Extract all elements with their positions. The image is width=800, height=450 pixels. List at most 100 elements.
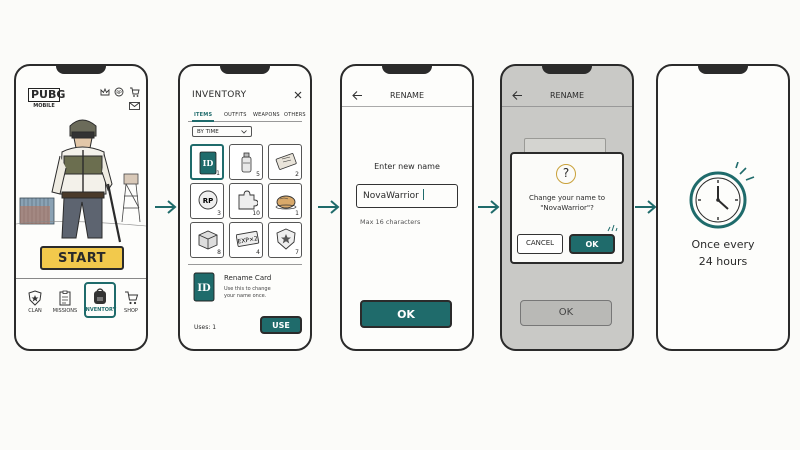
cooldown-text-line1: Once every bbox=[691, 238, 755, 251]
ticket-icon bbox=[275, 153, 297, 170]
exp-card-text: EXP×2 bbox=[237, 235, 258, 245]
back-arrow-icon[interactable] bbox=[352, 91, 363, 100]
bottom-nav-divider bbox=[16, 278, 146, 279]
tab-outfits[interactable]: OUTFITS bbox=[224, 112, 247, 118]
tab-active-underline bbox=[192, 120, 214, 122]
nav-inventory-active[interactable]: INVENTORY bbox=[84, 282, 116, 318]
rp-badge-icon: RP bbox=[198, 190, 218, 210]
back-arrow-icon[interactable] bbox=[512, 91, 523, 100]
item-slot-rp[interactable]: RP 3 bbox=[190, 183, 224, 219]
rename-card-large-text: ID bbox=[197, 283, 211, 294]
spray-can-icon bbox=[241, 152, 252, 173]
crate-icon bbox=[198, 230, 218, 250]
item-slot-emblem[interactable]: 7 bbox=[268, 222, 302, 258]
start-button[interactable]: START bbox=[40, 246, 124, 270]
flow-arrow-2 bbox=[318, 200, 340, 214]
confirm-dialog: ? Change your name to "NovaWarrior"? CAN… bbox=[510, 152, 624, 264]
badge-icon[interactable]: RP bbox=[114, 87, 124, 97]
svg-text:RP: RP bbox=[116, 90, 122, 95]
nav-shop[interactable]: SHOP bbox=[116, 280, 146, 314]
dialog-message-line2: "NovaWarrior"? bbox=[540, 204, 594, 212]
rename-card-large-icon: ID bbox=[193, 272, 215, 302]
item-slot-crate[interactable]: 8 bbox=[190, 222, 224, 258]
name-input[interactable]: NovaWarrior bbox=[356, 184, 458, 208]
close-icon[interactable] bbox=[294, 91, 302, 99]
soldier-illustration bbox=[16, 119, 146, 243]
phone-home-screen: PUBG MOBILE RP bbox=[14, 64, 148, 351]
crown-icon[interactable] bbox=[100, 88, 110, 96]
logo-subtext: MOBILE bbox=[33, 103, 55, 109]
phone-notch bbox=[220, 66, 270, 74]
dialog-ok-label: OK bbox=[585, 239, 599, 249]
rename-title: RENAME bbox=[389, 91, 425, 100]
mail-icon[interactable] bbox=[129, 102, 140, 110]
item-slot-exp[interactable]: EXP×2 4 bbox=[229, 222, 263, 258]
chevron-down-icon bbox=[241, 130, 247, 134]
name-length-hint: Max 16 characters bbox=[360, 218, 421, 226]
phone-notch bbox=[542, 66, 592, 74]
clock-icon bbox=[689, 162, 755, 229]
item-qty: 4 bbox=[256, 249, 260, 256]
uses-count: Uses: 1 bbox=[194, 324, 217, 331]
item-qty: 5 bbox=[256, 171, 260, 178]
tab-others[interactable]: OTHERS bbox=[284, 112, 306, 118]
sort-dropdown[interactable]: BY TIME bbox=[192, 126, 252, 137]
detail-divider bbox=[188, 264, 302, 265]
dialog-cancel-label: CANCEL bbox=[525, 239, 555, 247]
item-qty: 1 bbox=[216, 170, 220, 177]
use-button[interactable]: USE bbox=[260, 316, 302, 334]
phone-notch bbox=[382, 66, 432, 74]
phone-cooldown-screen: Once every 24 hours bbox=[656, 64, 790, 351]
rename-ok-label: OK bbox=[397, 307, 415, 321]
rename-card-description: Use this to change your name once. bbox=[224, 286, 271, 299]
phone-confirm-screen: RENAME ? Change your name to "NovaWarrio… bbox=[500, 64, 634, 351]
item-qty: 1 bbox=[295, 210, 299, 217]
header-divider bbox=[502, 106, 632, 107]
backpack-icon bbox=[94, 288, 106, 304]
tab-items[interactable]: ITEMS bbox=[194, 112, 213, 118]
nav-missions[interactable]: MISSIONS bbox=[50, 280, 80, 314]
question-mark-icon: ? bbox=[562, 166, 570, 180]
star-emblem-icon bbox=[276, 228, 296, 250]
shield-star-icon bbox=[28, 290, 42, 306]
flow-arrow-4 bbox=[635, 200, 657, 214]
puzzle-piece-icon bbox=[238, 190, 258, 210]
background-ok-button: OK bbox=[520, 300, 612, 326]
sort-label: BY TIME bbox=[197, 129, 219, 135]
tap-sparkle-icon bbox=[607, 224, 618, 232]
cooldown-text-line2: 24 hours bbox=[698, 255, 748, 268]
tab-weapons[interactable]: WEAPONS bbox=[253, 112, 280, 118]
flow-arrow-3 bbox=[478, 200, 500, 214]
dialog-message-line1: Change your name to bbox=[528, 194, 606, 202]
clipboard-icon bbox=[59, 290, 71, 306]
item-slot-chicken[interactable]: 1 bbox=[268, 183, 302, 219]
phone-notch bbox=[56, 66, 106, 74]
exp-card-icon: EXP×2 bbox=[236, 230, 260, 247]
item-slot-id-card[interactable]: ID 1 bbox=[190, 144, 224, 180]
nav-clan[interactable]: CLAN bbox=[20, 280, 50, 314]
rename-ok-button[interactable]: OK bbox=[360, 300, 452, 328]
id-card-icon: ID bbox=[199, 151, 217, 175]
item-qty: 8 bbox=[217, 249, 221, 256]
item-qty: 3 bbox=[217, 210, 221, 217]
item-slot-spray[interactable]: 5 bbox=[229, 144, 263, 180]
cart-icon[interactable] bbox=[129, 87, 140, 97]
enter-name-prompt: Enter new name bbox=[374, 162, 440, 171]
flow-arrow-1 bbox=[155, 200, 177, 214]
phone-rename-screen: RENAME Enter new name NovaWarrior Max 16… bbox=[340, 64, 474, 351]
item-qty: 7 bbox=[295, 249, 299, 256]
nav-inventory-label: INVENTORY bbox=[83, 307, 117, 313]
use-label: USE bbox=[272, 320, 290, 330]
rp-badge-text: RP bbox=[203, 197, 214, 205]
phone-notch bbox=[698, 66, 748, 74]
chicken-icon bbox=[275, 195, 297, 210]
logo-text: PUBG bbox=[28, 88, 65, 102]
rename-card-title: Rename Card bbox=[224, 274, 272, 282]
shop-cart-icon bbox=[124, 291, 138, 305]
dialog-ok-button[interactable]: OK bbox=[569, 234, 615, 254]
item-slot-puzzle[interactable]: 10 bbox=[229, 183, 263, 219]
nav-missions-label: MISSIONS bbox=[52, 308, 78, 314]
header-divider bbox=[342, 106, 472, 107]
item-slot-ticket[interactable]: 2 bbox=[268, 144, 302, 180]
dialog-cancel-button[interactable]: CANCEL bbox=[517, 234, 563, 254]
